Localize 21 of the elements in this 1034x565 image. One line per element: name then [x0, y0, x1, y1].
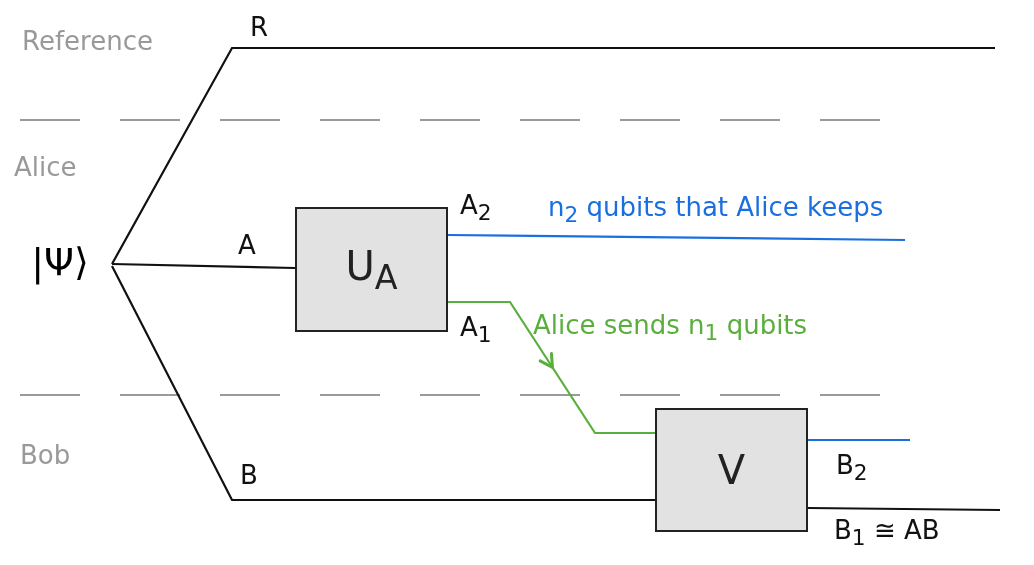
lane-label: Reference — [22, 26, 153, 56]
state-label: |Ψ⟩ — [8, 232, 112, 292]
wire-label: R — [250, 12, 269, 42]
wire-label: A$_{2}$ — [460, 190, 492, 226]
wire-label: A$_{1}$ — [460, 312, 492, 348]
wire-line — [111, 265, 655, 502]
wire-label: B — [240, 460, 258, 490]
gate-box: U$_{A}$ — [295, 207, 448, 332]
lane-label: Bob — [20, 440, 71, 470]
annotation-text: n$_{2}$ qubits that Alice keeps — [548, 192, 884, 228]
wire-line — [111, 262, 296, 270]
gate-box: V — [655, 408, 808, 532]
wire-label: B$_{2}$ — [836, 450, 868, 486]
wire-line — [448, 233, 905, 242]
wire-line — [808, 506, 1000, 512]
wire-label: B$_{1}$ ≅ AB — [834, 515, 940, 551]
wire-line — [808, 438, 910, 442]
lane-label: Alice — [14, 152, 77, 182]
wire-line — [111, 46, 995, 265]
annotation-text: Alice sends n$_{1}$ qubits — [533, 310, 808, 346]
wire-label: A — [238, 230, 256, 260]
